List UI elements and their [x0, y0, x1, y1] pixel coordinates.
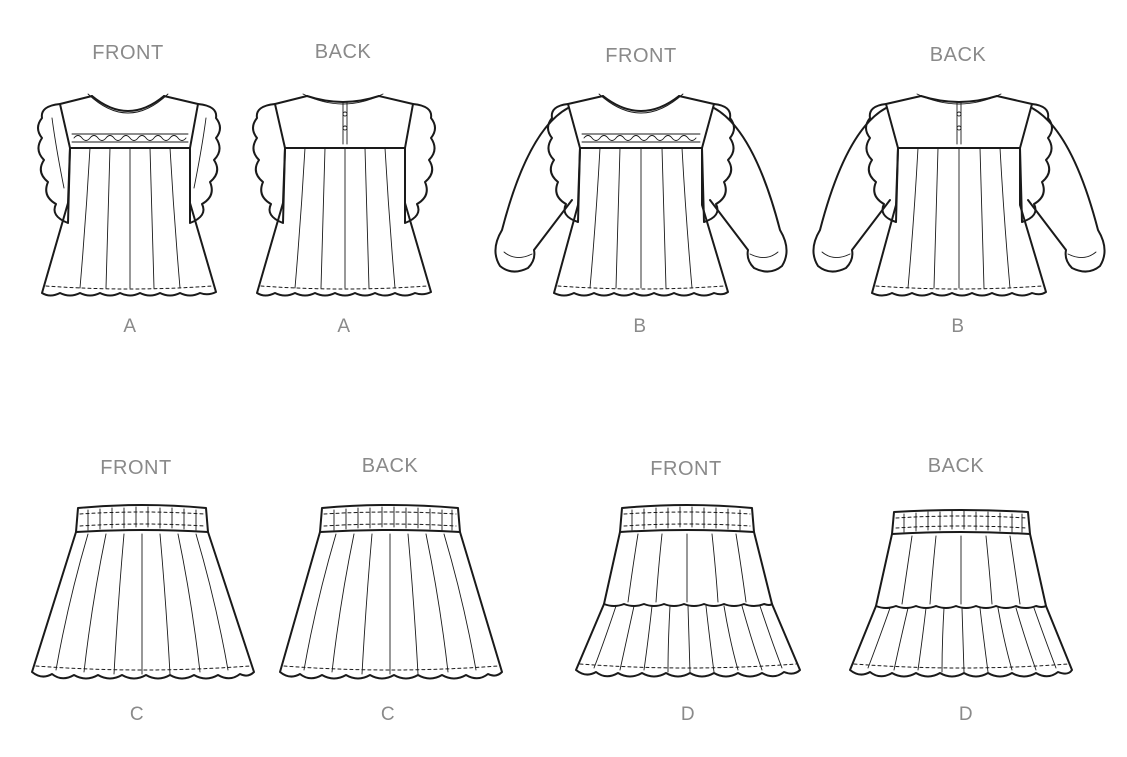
- top-a-front-sketch: [37, 93, 221, 297]
- letter-label-d-front: D: [680, 704, 696, 725]
- letter-label-a-back: A: [337, 316, 351, 337]
- skirt-c-front-sketch: [31, 504, 255, 680]
- top-b-front-sketch: [494, 93, 788, 297]
- view-label-a-back: BACK: [314, 41, 372, 63]
- skirt-c-back-sketch: [279, 504, 503, 680]
- top-a-back-sketch: [252, 93, 436, 297]
- letter-label-a-front: A: [123, 316, 137, 337]
- view-label-b-front: FRONT: [605, 45, 677, 67]
- letter-label-d-back: D: [958, 704, 974, 725]
- view-label-d-front: FRONT: [650, 458, 722, 480]
- view-label-a-front: FRONT: [92, 42, 164, 64]
- letter-label-b-front: B: [633, 316, 647, 337]
- skirt-d-back-sketch: [849, 509, 1073, 678]
- top-b-back-sketch: [812, 93, 1106, 297]
- view-label-c-front: FRONT: [100, 457, 172, 479]
- view-label-c-back: BACK: [361, 455, 419, 477]
- view-label-d-back: BACK: [927, 455, 985, 477]
- skirt-d-front-sketch: [575, 504, 801, 678]
- letter-label-c-back: C: [380, 704, 396, 725]
- view-label-b-back: BACK: [929, 44, 987, 66]
- letter-label-b-back: B: [951, 316, 965, 337]
- letter-label-c-front: C: [129, 704, 145, 725]
